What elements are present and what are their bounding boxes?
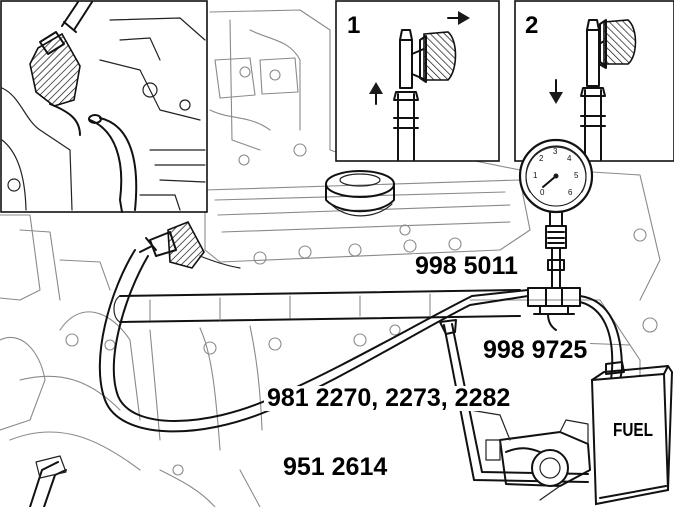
inset-step-number: 1 <box>347 12 361 39</box>
svg-text:2: 2 <box>539 154 544 163</box>
pressure-gauge: 0 1 2 3 4 5 6 <box>518 138 594 315</box>
svg-text:4: 4 <box>567 154 572 163</box>
svg-text:6: 6 <box>568 188 573 197</box>
hose-kit-part-number: 981 2270, 2273, 2282 <box>264 386 514 411</box>
fuel-container-label: FUEL <box>613 420 653 440</box>
svg-text:0: 0 <box>540 188 545 197</box>
engine-background <box>0 9 661 507</box>
hose-part-number: 951 2614 <box>280 455 391 480</box>
inset-fuel-line-disconnect <box>0 0 208 213</box>
adapter-part-number: 998 9725 <box>480 338 591 363</box>
inset-step-1 <box>335 0 500 162</box>
svg-text:3: 3 <box>553 147 558 156</box>
fuel-pump-assembly <box>469 409 591 501</box>
inset-step-number: 2 <box>525 12 539 39</box>
fuel-container <box>590 361 673 506</box>
svg-text:5: 5 <box>574 171 579 180</box>
svg-text:1: 1 <box>533 171 538 180</box>
inset-step-2 <box>514 0 674 162</box>
gauge-part-number: 998 5011 <box>412 254 521 279</box>
